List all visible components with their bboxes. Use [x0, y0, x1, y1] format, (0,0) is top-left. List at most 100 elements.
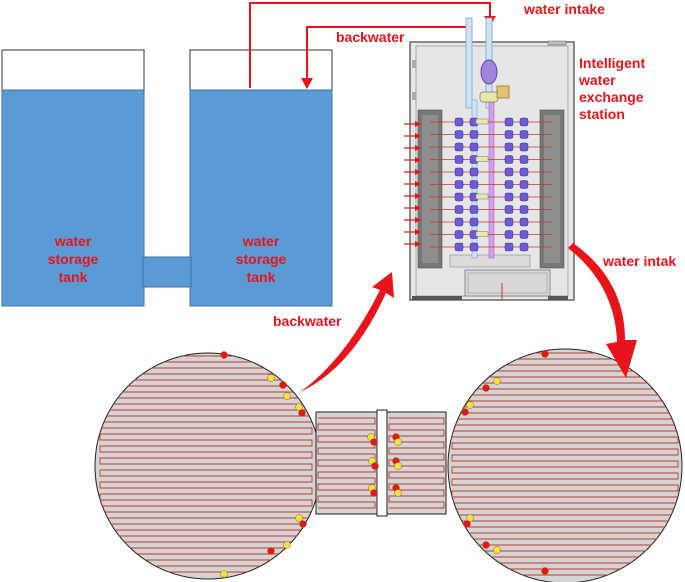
arrow-icon [415, 157, 421, 163]
arrow-icon [415, 181, 421, 187]
valve-icon [504, 142, 514, 152]
tank-label-line: tank [246, 269, 276, 285]
pipe-node [220, 570, 228, 578]
station-label-line: Intelligent [579, 55, 646, 71]
valve-icon [504, 242, 514, 252]
pipe-node [541, 567, 549, 575]
valve-icon [504, 117, 514, 127]
valve-icon [519, 180, 529, 189]
valve-icon [454, 142, 464, 152]
pipe-node [493, 377, 501, 385]
heating-coil [99, 355, 313, 573]
valve-icon [454, 130, 464, 139]
pipe-node [370, 489, 378, 497]
pipe-node [394, 438, 402, 446]
valve-icon [454, 217, 464, 227]
water-intake-right-label: water intak [603, 253, 677, 269]
pipe-node [482, 384, 490, 392]
valve-icon [504, 130, 514, 139]
arrow-icon [415, 229, 421, 235]
valve-icon [469, 130, 479, 139]
pipe-node [295, 514, 303, 522]
arrow-icon [415, 205, 421, 211]
tank-right [189, 49, 333, 307]
tank-label-line: tank [58, 269, 88, 285]
pipe-node [299, 520, 307, 528]
valve-icon [519, 155, 529, 164]
pipe-node [394, 462, 402, 470]
pipe-node [493, 546, 501, 554]
valve-icon [469, 242, 479, 252]
exchange-station [404, 17, 575, 301]
pump-icon [480, 59, 498, 85]
pipe-node [295, 403, 303, 411]
pipe-node [370, 438, 378, 446]
pipe-node [371, 462, 379, 470]
valve-icon [519, 117, 529, 127]
water-intake-label: water intake [524, 1, 605, 17]
arrow-icon [415, 241, 421, 247]
valve-icon [469, 180, 479, 189]
backwater-left-label: backwater [273, 313, 342, 329]
valve-icon [469, 142, 479, 152]
station-label: Intelligent water exchange station [579, 55, 645, 123]
valve-icon [504, 167, 514, 177]
valve-icon [475, 118, 489, 125]
pipe-node [463, 520, 471, 528]
pipe-node [394, 489, 402, 497]
valve-icon [519, 130, 529, 139]
arrow-icon [301, 78, 313, 89]
valve-icon [469, 205, 479, 214]
arrow-icon [415, 193, 421, 199]
valve-icon [475, 193, 489, 200]
valve-icon [454, 242, 464, 252]
valve-icon [519, 230, 529, 239]
heating-coil [388, 417, 445, 509]
tank-label-line: water [242, 233, 280, 249]
valve-icon [469, 217, 479, 227]
tank-label-line: storage [47, 251, 99, 267]
valve-icon [454, 155, 464, 164]
valve-icon [504, 205, 514, 214]
valve-icon [504, 217, 514, 227]
tank-label-line: storage [235, 251, 287, 267]
valve-icon [454, 230, 464, 239]
valve-icon [519, 217, 529, 227]
backwater-top-label: backwater [336, 29, 405, 45]
valve-icon [454, 180, 464, 189]
pipe-node [482, 541, 490, 549]
connector-pipe [142, 256, 192, 288]
valve-icon [454, 205, 464, 214]
valve-icon [454, 167, 464, 177]
pipe-node [279, 381, 287, 389]
arrow-icon [415, 169, 421, 175]
backwater-curve-arrow [300, 272, 394, 392]
arrow-icon [415, 217, 421, 223]
valve-icon [504, 230, 514, 239]
pipe-node [466, 401, 474, 409]
arrow-icon [415, 145, 421, 151]
valve-icon [519, 192, 529, 202]
pipe-node [267, 374, 275, 382]
pipe-node [466, 514, 474, 522]
tank-label-line: water [54, 233, 92, 249]
valve-icon [504, 180, 514, 189]
valve-icon [504, 155, 514, 164]
intake-line [249, 2, 491, 88]
floor-loop-left [94, 352, 322, 580]
pipe-node [283, 541, 291, 549]
valve-icon [519, 205, 529, 214]
valve-icon [454, 117, 464, 127]
valve-icon [475, 231, 489, 237]
valve-icon [519, 242, 529, 252]
valve-icon [519, 142, 529, 152]
pipe-node [298, 409, 306, 417]
tank-right-label: water storage tank [201, 232, 321, 286]
valve-icon [454, 192, 464, 202]
station-label-line: station [579, 106, 625, 122]
pipe-node [541, 350, 549, 358]
valve-icon [475, 156, 489, 162]
pipe-node [220, 351, 228, 359]
pipe-node [461, 408, 469, 416]
